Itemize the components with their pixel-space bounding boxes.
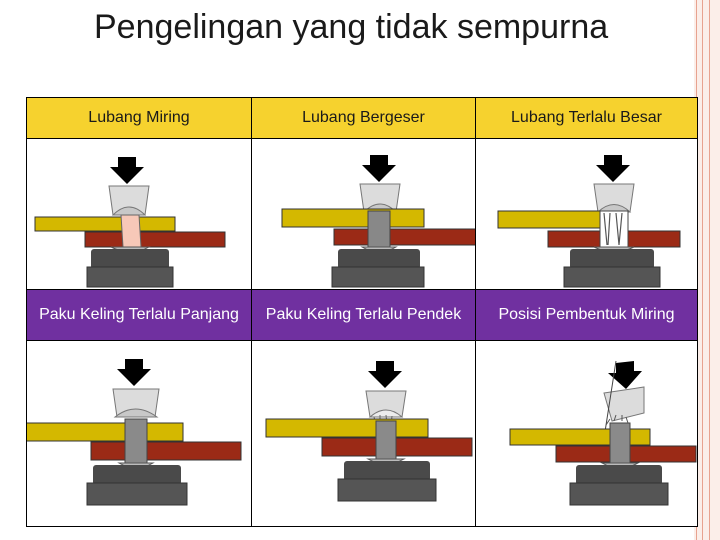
illustration-paku-keling-terlalu-pendek: [251, 341, 475, 526]
rivet-defects-table: Lubang Miring Lubang Bergeser Lubang Ter…: [26, 97, 698, 527]
header-lubang-bergeser: Lubang Bergeser: [251, 98, 475, 138]
press-arrow-icon: [110, 157, 144, 184]
header-posisi-pembentuk-miring: Posisi Pembentuk Miring: [475, 290, 697, 340]
illustration-lubang-bergeser: [251, 139, 476, 289]
illustration-lubang-terlalu-besar: [475, 139, 697, 289]
header-paku-keling-terlalu-panjang: Paku Keling Terlalu Panjang: [27, 290, 251, 340]
press-arrow-icon: [362, 155, 396, 182]
illustration-lubang-miring: [27, 139, 251, 289]
header-lubang-miring: Lubang Miring: [27, 98, 251, 138]
illustration-paku-keling-terlalu-panjang: [27, 341, 251, 526]
press-arrow-icon: [596, 155, 630, 182]
press-arrow-icon: [117, 359, 151, 386]
press-arrow-icon: [368, 361, 402, 388]
press-arrow-icon: [608, 361, 642, 389]
header-lubang-terlalu-besar: Lubang Terlalu Besar: [475, 98, 697, 138]
slide-title: Pengelingan yang tidak sempurna: [94, 8, 609, 46]
illustration-posisi-pembentuk-miring: [475, 341, 697, 526]
header-paku-keling-terlalu-pendek: Paku Keling Terlalu Pendek: [251, 290, 475, 340]
